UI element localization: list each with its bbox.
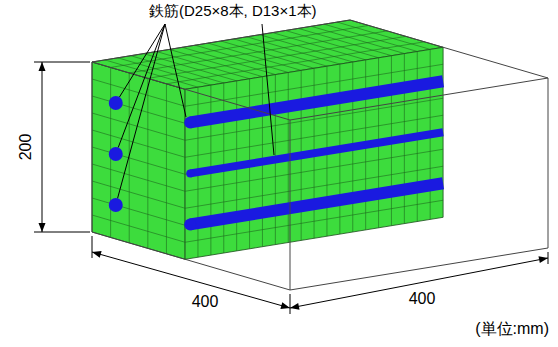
- rebar-section: [109, 147, 123, 161]
- mesh-line: [92, 198, 185, 225]
- mesh-line: [185, 132, 443, 174]
- arrow-head: [280, 302, 290, 309]
- unit-note: (単位:mm): [474, 320, 550, 338]
- leader-line: [118, 24, 165, 198]
- box-outline: [290, 120, 291, 290]
- rebar-bar: [190, 132, 443, 173]
- rebar-bar: [190, 183, 443, 224]
- mesh-line: [92, 130, 185, 157]
- rebar-end: [184, 218, 196, 230]
- mesh-line: [92, 147, 185, 174]
- box-outline: [350, 20, 548, 78]
- mesh-line: [148, 36, 406, 78]
- mesh-line: [111, 25, 369, 67]
- box-outline: [290, 248, 548, 290]
- box-outline: [290, 78, 548, 120]
- arrow-head: [39, 62, 46, 71]
- arrow-head: [539, 256, 549, 263]
- leader-line: [119, 24, 165, 97]
- box-outline: [92, 62, 93, 232]
- leader-line: [118, 24, 165, 147]
- mesh-end-face: [92, 62, 185, 259]
- dimension-label: 400: [191, 293, 220, 311]
- mesh-line: [166, 42, 424, 84]
- rebar-label: 鉄筋(D25×8本, D13×1本): [148, 2, 318, 19]
- dimension-label: 400: [408, 290, 437, 308]
- rebar-end: [186, 169, 194, 177]
- mesh-line: [92, 215, 185, 242]
- leader-line: [165, 24, 186, 117]
- rebar-section: [109, 198, 123, 212]
- mesh-line: [92, 113, 185, 140]
- mesh-line: [92, 181, 185, 208]
- mesh-line: [92, 96, 185, 123]
- rebar-end: [184, 116, 196, 128]
- box-outline: [548, 78, 549, 248]
- arrow-head: [92, 251, 102, 258]
- arrow-head: [290, 303, 300, 310]
- mesh-line: [185, 81, 443, 123]
- leader-line: [262, 24, 274, 155]
- box-outline: [92, 20, 350, 62]
- dimension-label: 200: [17, 133, 35, 162]
- box-outline: [92, 62, 290, 120]
- box-outline: [92, 232, 290, 290]
- mesh-line: [185, 183, 443, 225]
- extension-line: [92, 236, 93, 258]
- rebar-section: [109, 96, 123, 110]
- dimension-line: [42, 62, 43, 232]
- mesh-line: [92, 164, 185, 191]
- extension-line: [290, 294, 291, 314]
- dimension-line: [290, 258, 548, 308]
- mesh-cut-face: [185, 47, 443, 259]
- arrow-head: [39, 223, 46, 232]
